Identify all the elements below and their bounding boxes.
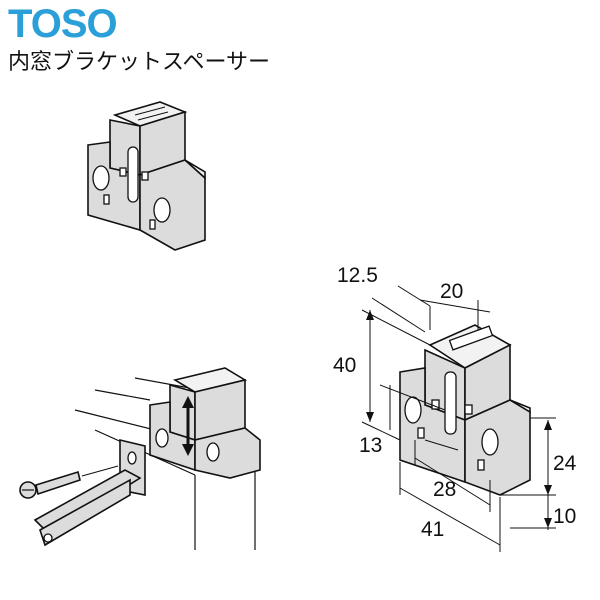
dim-24: 24 [553,452,577,475]
dim-20: 20 [440,280,463,303]
dim-10: 10 [553,505,576,528]
installation-view [19,367,261,550]
dim-40: 40 [333,354,356,377]
dimensioned-view: 12.5 20 40 13 24 28 10 41 [333,264,577,552]
dim-13: 13 [359,434,382,457]
product-title: 内窓ブラケットスペーサー [8,50,271,75]
dim-28: 28 [433,478,456,501]
dim-41: 41 [421,518,444,541]
brand-logo: TOSO [8,2,118,46]
spacer-iso-view [87,101,206,251]
dim-12-5: 12.5 [337,264,378,287]
